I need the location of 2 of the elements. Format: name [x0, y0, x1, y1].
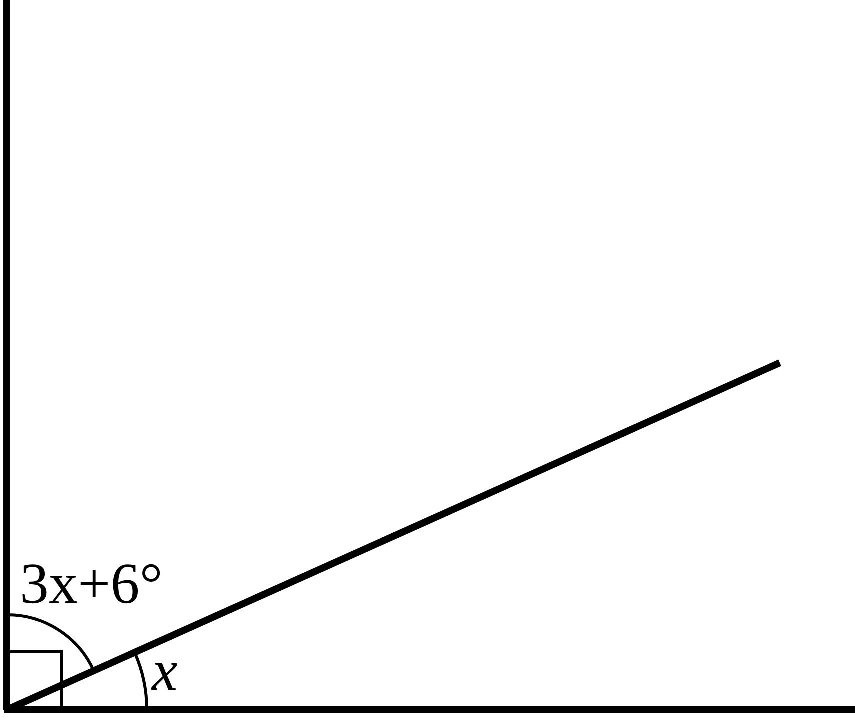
angle-label: x [152, 642, 178, 700]
angle-label: 3x+6° [20, 555, 163, 613]
